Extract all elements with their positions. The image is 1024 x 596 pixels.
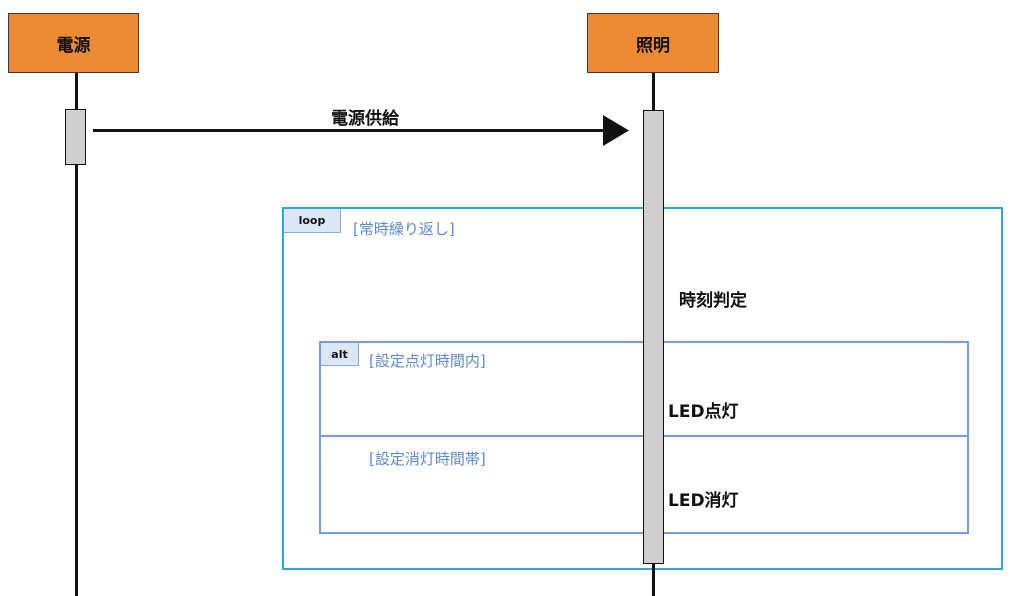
alt-guard-on: [設定点灯時間内]	[369, 352, 486, 370]
lifeline-power	[75, 68, 78, 596]
participant-power-label: 電源	[56, 35, 91, 56]
message-label: 電源供給	[331, 109, 399, 129]
participant-power: 電源	[8, 13, 139, 73]
message-arrowhead-icon	[603, 115, 629, 146]
activation-light	[643, 110, 664, 564]
action-led-off: LED消灯	[668, 491, 739, 511]
activation-power	[65, 109, 86, 165]
loop-frame: loop [常時繰り返し]	[282, 207, 1003, 570]
participant-light: 照明	[587, 13, 719, 73]
action-led-on: LED点灯	[668, 402, 739, 422]
message-arrow-line	[93, 129, 613, 132]
loop-frame-tag: loop	[284, 209, 341, 233]
alt-guard-off: [設定消灯時間帯]	[369, 450, 486, 468]
participant-light-label: 照明	[636, 35, 670, 56]
self-action-time-check: 時刻判定	[679, 291, 747, 311]
alt-frame-tag: alt	[321, 343, 359, 366]
loop-guard: [常時繰り返し]	[353, 220, 455, 238]
